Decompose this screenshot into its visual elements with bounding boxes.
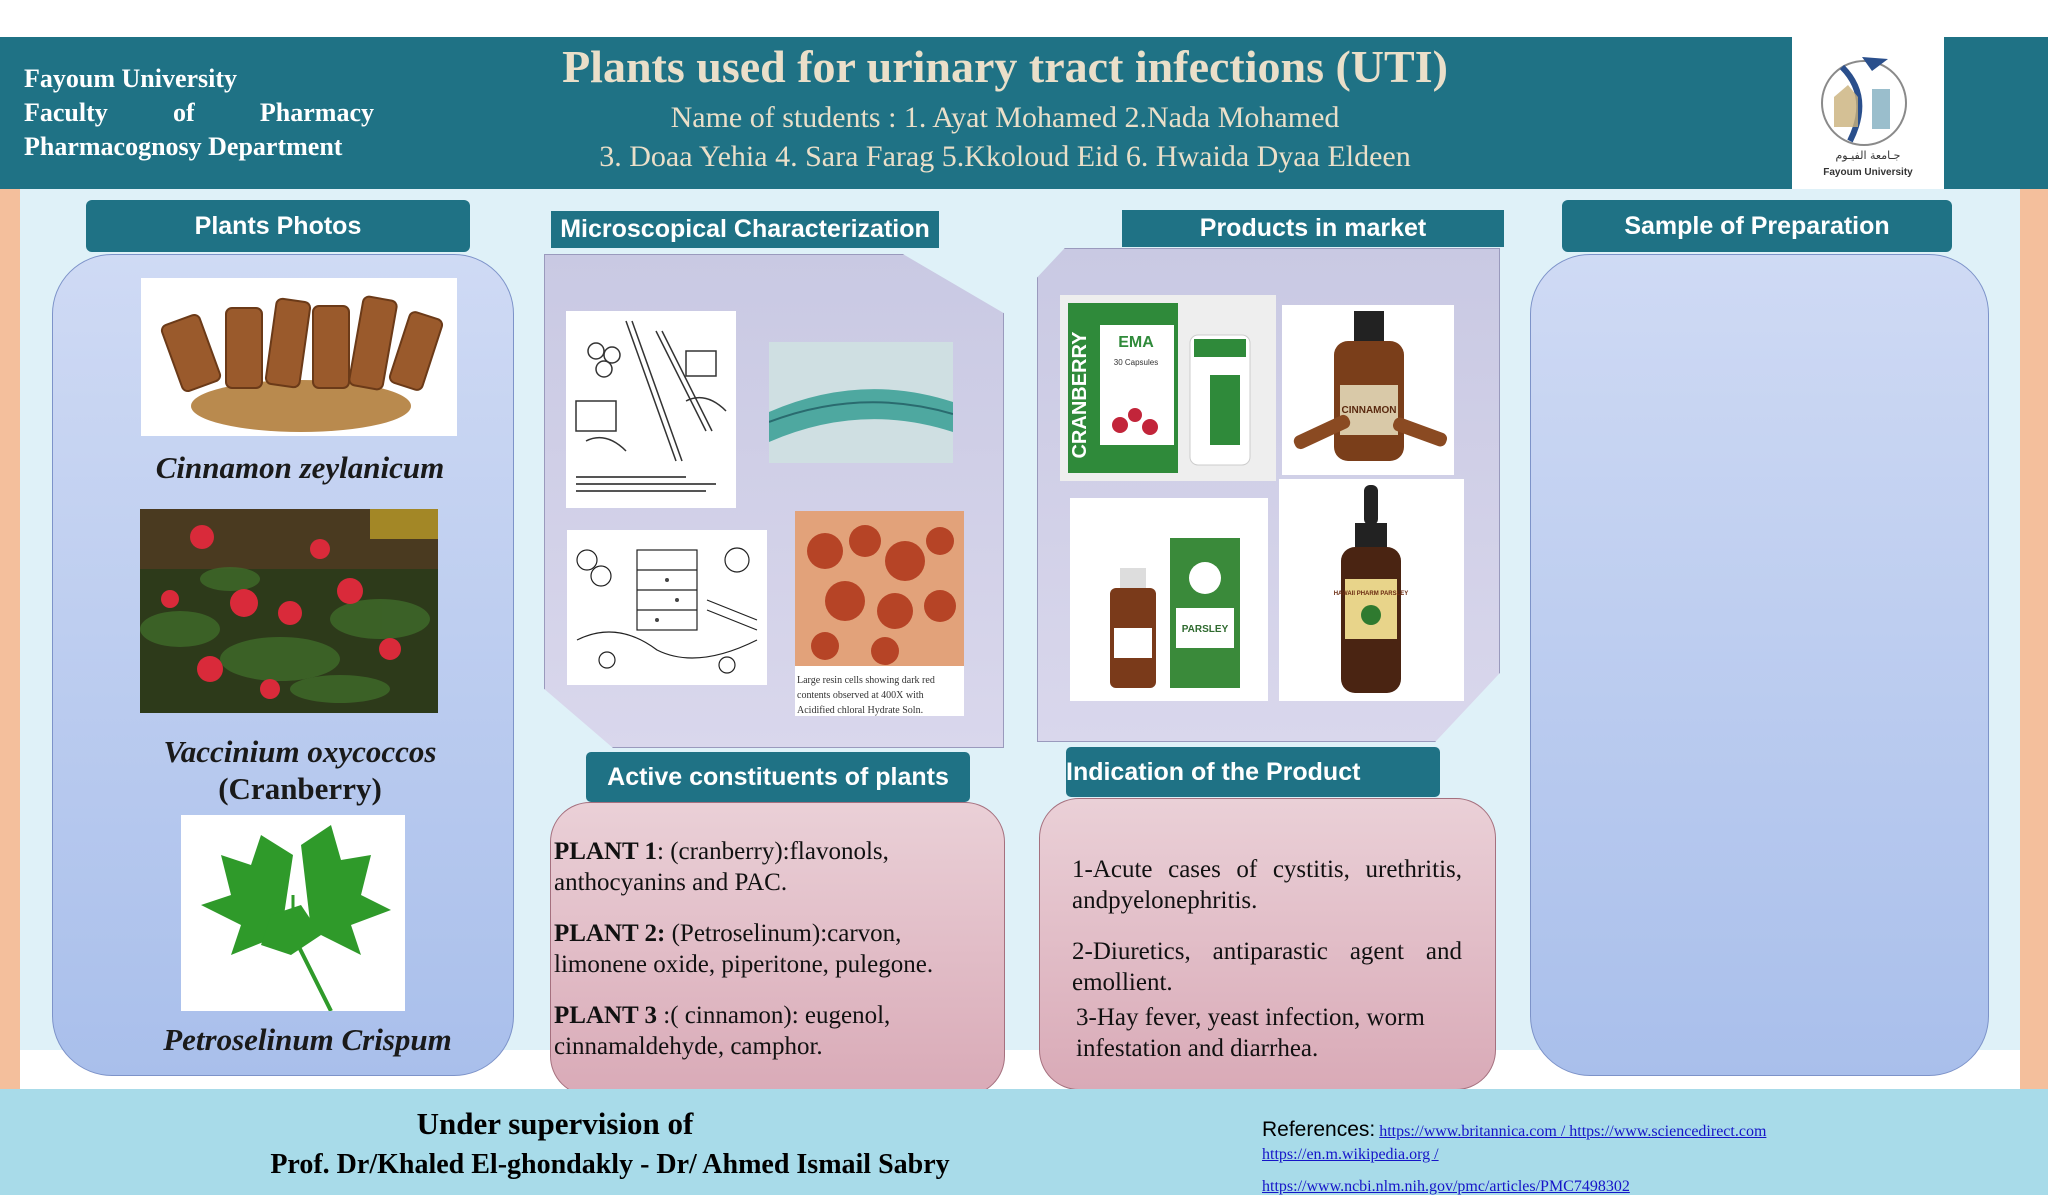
right-border-stripe [2020, 189, 2048, 1089]
indication-3: 3-Hay fever, yeast infection, worm infes… [1076, 1004, 1425, 1062]
references-label: References: [1262, 1118, 1376, 1141]
parsley-tincture-photo: HAWAII PHARM PARSLEY [1279, 479, 1464, 701]
sample-preparation-panel [1530, 254, 1989, 1076]
indication-2: 2-Diuretics, antiparastic agent and emol… [1072, 938, 1462, 996]
students-list: Name of students : 1. Ayat Mohamed 2.Nad… [430, 98, 1580, 176]
parsley-caption: Petroselinum Crispum [163, 1022, 452, 1057]
svg-text:HAWAII PHARM PARSLEY: HAWAII PHARM PARSLEY [1334, 591, 1409, 597]
footer-bar [0, 1089, 2048, 1195]
header-bar [0, 37, 2048, 189]
university-block: Fayoum University Faculty of Pharmacy Ph… [24, 62, 374, 164]
cinnamon-bark-drawing [566, 311, 736, 508]
constituents-text: PLANT 1: (cranberry):flavonols, anthocya… [554, 836, 994, 1082]
svg-text:جـامعة الفيـوم: جـامعة الفيـوم [1836, 149, 1901, 162]
resin-cells-caption: Large resin cells showing dark red conte… [797, 675, 935, 716]
constituent-plant-2: PLANT 2: (Petroselinum):carvon, limonene… [554, 920, 934, 978]
active-constituents-tab: Active constituents of plants [586, 752, 970, 802]
cross-section-drawing [567, 530, 767, 685]
parsley-product-photo: PARSLEY [1070, 498, 1268, 701]
indication-1: 1-Acute cases of cystitis, urethritis, a… [1072, 856, 1462, 914]
cinnamon-sticks-photo [141, 278, 457, 436]
supervisors-names: Prof. Dr/Khaled El-ghondakly - Dr/ Ahmed… [270, 1149, 950, 1180]
cinnamon-caption: Cinnamon zeylanicum [155, 450, 445, 485]
sample-preparation-tab: Sample of Preparation [1562, 200, 1952, 252]
indication-panel [1039, 798, 1496, 1090]
svg-text:EMA: EMA [1118, 334, 1154, 351]
active-constituents-panel [550, 802, 1005, 1096]
indication-tab: Indication of the Product [1066, 747, 1440, 797]
constituent-plant-3: PLANT 3 :( cinnamon): eugenol, cinnamald… [554, 1002, 891, 1060]
constituent-plant-1: PLANT 1: (cranberry):flavonols, anthocya… [554, 838, 889, 896]
students-line-1: Name of students : 1. Ayat Mohamed 2.Nad… [670, 101, 1340, 134]
supervision-title: Under supervision of [416, 1106, 694, 1141]
reference-link-1[interactable]: https://www.britannica.com / https://www… [1379, 1123, 1767, 1140]
svg-text:Fayoum University: Fayoum University [1823, 167, 1913, 178]
students-line-2: 3. Doaa Yehia 4. Sara Farag 5.Kkoloud Ei… [599, 140, 1411, 173]
products-tab: Products in market [1122, 210, 1504, 247]
cranberry-common-name: (Cranberry) [218, 771, 382, 806]
left-border-stripe [0, 189, 20, 1089]
microscopy-tab: Microscopical Characterization [551, 211, 939, 248]
resin-cells-micrograph: Large resin cells showing dark red conte… [795, 511, 964, 716]
indications-text: 1-Acute cases of cystitis, urethritis, a… [1072, 854, 1462, 1084]
reference-link-2[interactable]: https://en.m.wikipedia.org / [1262, 1146, 1439, 1163]
plants-photos-tab: Plants Photos [86, 200, 470, 252]
logo-emblem-icon: جـامعة الفيـوم Fayoum University [1821, 57, 1913, 178]
svg-text:PARSLEY: PARSLEY [1182, 624, 1229, 635]
university-name: Fayoum University [24, 64, 238, 93]
cranberry-product-photo: CRANBERRY EMA 30 Capsules [1060, 295, 1276, 481]
references-block: References: https://www.britannica.com /… [1262, 1118, 1862, 1196]
header-right-stripe [1944, 37, 2048, 189]
university-logo: جـامعة الفيـوم Fayoum University [1792, 37, 1944, 189]
poster-title: Plants used for urinary tract infections… [562, 41, 1448, 92]
department-name: Pharmacognosy Department [24, 132, 343, 161]
svg-text:CRANBERRY: CRANBERRY [1069, 331, 1091, 459]
svg-text:CINNAMON: CINNAMON [1342, 405, 1397, 416]
cinnamon-oil-photo: CINNAMON [1282, 305, 1454, 475]
parsley-photo [181, 815, 405, 1011]
faculty-name: Faculty of Pharmacy [24, 98, 374, 127]
svg-text:30 Capsules: 30 Capsules [1114, 358, 1158, 367]
bark-section-micrograph [769, 342, 953, 463]
reference-link-3[interactable]: https://www.ncbi.nlm.nih.gov/pmc/article… [1262, 1178, 1630, 1195]
cranberry-photo [140, 509, 438, 713]
cranberry-caption: Vaccinium oxycoccos [163, 734, 437, 769]
